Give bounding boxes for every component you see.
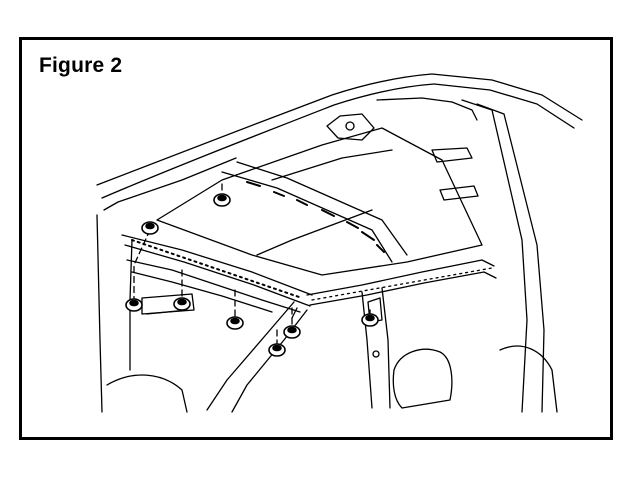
rear-cross-bar (306, 259, 497, 306)
figure-title: Figure 2 (39, 54, 123, 77)
a-pillar (206, 301, 308, 413)
fastener-nut-icon (173, 297, 191, 311)
fastener-nut-icon (361, 313, 379, 327)
seat-headrest (392, 348, 453, 409)
fastener-nut-icon (141, 221, 159, 235)
roof-interior-illustration (96, 73, 583, 413)
fastener-nut-icon (283, 325, 301, 339)
headliner-panel (156, 97, 483, 276)
b-pillar (361, 287, 391, 409)
roof-outline (96, 73, 583, 211)
side-roof-rail (121, 234, 313, 313)
figure-frame: Figure 2 (19, 37, 613, 440)
fastener-nut-icon (226, 316, 244, 330)
fastener-leader-lines (133, 179, 371, 349)
fastener-nut-icon (268, 343, 286, 357)
right-rear-pillar (431, 99, 558, 413)
fastener-nuts (125, 193, 379, 357)
front-cross-bar (221, 161, 408, 263)
fastener-nut-icon (125, 298, 143, 312)
fastener-nut-icon (213, 193, 231, 207)
